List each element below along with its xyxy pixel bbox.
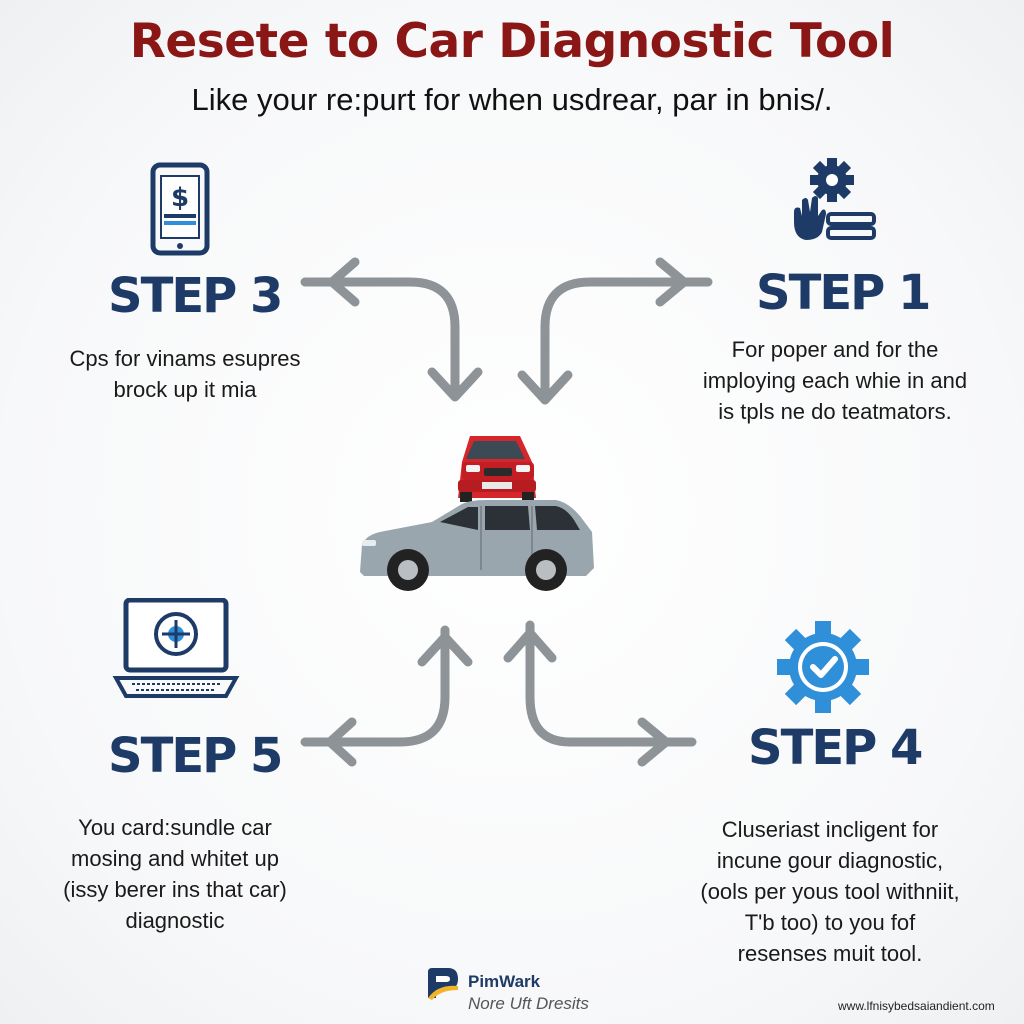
step-5-description: You card:sundle car mosing and whitet up…: [63, 815, 287, 933]
gear-check-icon: [777, 621, 869, 713]
red-car-front: [458, 436, 536, 502]
page-title: Resete to Car Diagnostic Tool: [129, 14, 895, 69]
step-1-description: For poper and for the imploying each whi…: [702, 337, 968, 424]
brand-logo-icon: [428, 968, 458, 1000]
arrow-bottom-right: [503, 620, 697, 767]
page-subtitle: Like your re:purt for when usdrear, par …: [191, 82, 833, 117]
step-4-description: Cluseriast incligent for incune gour dia…: [700, 817, 960, 966]
laptop-icon: [112, 598, 240, 698]
arrow-top-right: [517, 257, 713, 405]
step-1-label: STEP 1: [756, 265, 931, 321]
brand-tagline: Nore Uft Dresits: [468, 994, 589, 1013]
arrow-top-left: [300, 257, 483, 402]
step-3-description: Cps for vinams esupres brock up it mia: [69, 346, 301, 402]
step-5-label: STEP 5: [108, 728, 283, 784]
gear-hand-icon: [794, 158, 876, 240]
gray-car-side: [360, 500, 594, 591]
smartphone-dollar-icon: $: [150, 162, 210, 256]
arrow-bottom-left: [300, 625, 473, 767]
step-4-label: STEP 4: [748, 720, 923, 776]
website-url: www.lfnisybedsaiandient.com: [838, 999, 995, 1013]
brand-name: PimWark: [468, 972, 541, 991]
step-3-label: STEP 3: [108, 268, 283, 324]
svg-text:$: $: [171, 183, 189, 213]
